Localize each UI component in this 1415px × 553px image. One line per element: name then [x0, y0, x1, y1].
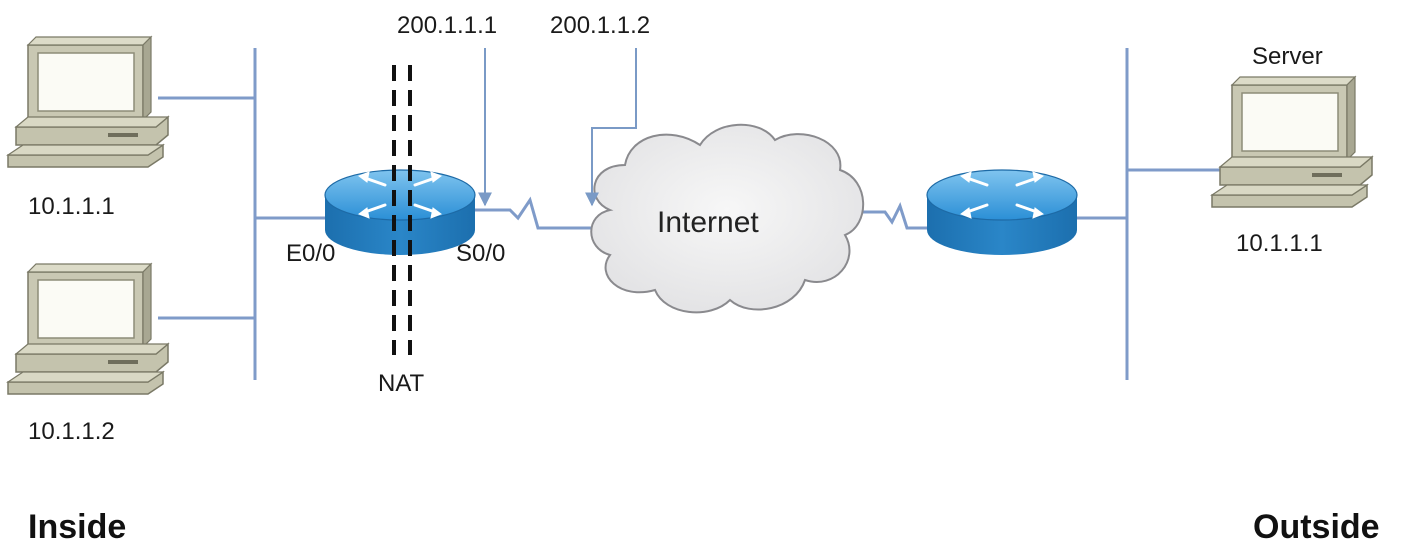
remote-router-icon: [925, 168, 1079, 257]
inside-pc2-icon: [7, 263, 169, 395]
inside-pc1-address: 10.1.1.1: [28, 193, 115, 220]
inside-zone-label: Inside: [28, 508, 127, 546]
server-title: Server: [1252, 43, 1323, 70]
isp-addr-pointer: [585, 48, 637, 207]
router-s0-address: 200.1.1.1: [397, 12, 498, 39]
server-address: 10.1.1.1: [1236, 230, 1323, 257]
serial-link-right: [855, 202, 930, 230]
s0-interface-label: S0/0: [456, 240, 506, 267]
internet-cloud-icon: [590, 123, 865, 314]
e0-interface-label: E0/0: [286, 240, 336, 267]
inside-pc1-icon: [7, 36, 169, 168]
internet-label: Internet: [657, 206, 759, 239]
inside-pc2-address: 10.1.1.2: [28, 418, 115, 445]
outside-zone-label: Outside: [1253, 508, 1380, 546]
nat-label: NAT: [378, 370, 425, 397]
isp-address: 200.1.1.2: [550, 12, 651, 39]
server-icon: [1211, 76, 1373, 208]
serial-link-left: [475, 196, 600, 230]
nat-router-icon: [323, 168, 477, 257]
